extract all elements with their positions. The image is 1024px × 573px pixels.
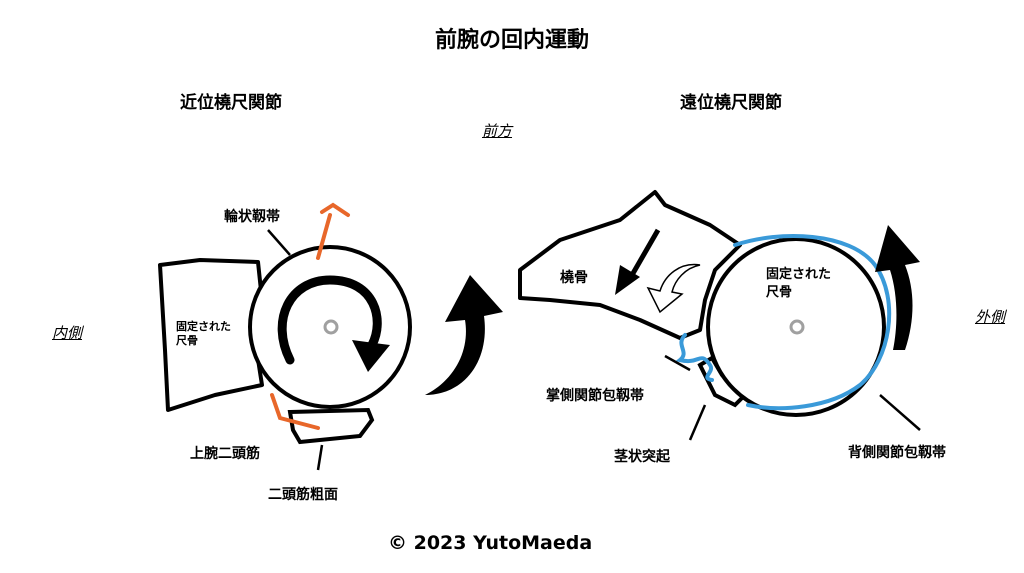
label-radius: 橈骨 bbox=[560, 270, 588, 286]
annular-ligament-orange bbox=[316, 202, 350, 260]
page-title: 前腕の回内運動 bbox=[434, 28, 589, 53]
pointer-styloid bbox=[688, 404, 707, 441]
radial-head-circle bbox=[248, 245, 412, 409]
label-tuberosity: 二頭筋粗面 bbox=[268, 487, 338, 503]
ulna-head-circle bbox=[706, 237, 886, 417]
right-pronation-arrow-icon bbox=[875, 225, 920, 350]
radius-motion-arrowhead-icon bbox=[615, 265, 640, 295]
pointer-palmar bbox=[664, 354, 691, 372]
label-dorsal-capsule: 背側関節包靱帯 bbox=[848, 445, 946, 461]
label-annular-ligament: 輪状靱帯 bbox=[224, 209, 280, 225]
pointer-dorsal bbox=[879, 394, 921, 431]
direction-anterior: 前方 bbox=[482, 122, 513, 140]
right-heading: 遠位橈尺関節 bbox=[680, 93, 782, 113]
biceps-tuberosity-shape bbox=[287, 407, 375, 445]
left-heading: 近位橈尺関節 bbox=[180, 93, 282, 113]
direction-medial: 内側 bbox=[52, 324, 83, 342]
pointer-tuberosity bbox=[316, 444, 324, 471]
label-styloid: 茎状突起 bbox=[614, 449, 670, 465]
rotation-arrowhead-icon bbox=[352, 340, 390, 372]
direction-lateral: 外側 bbox=[975, 308, 1006, 326]
copyright: © 2023 YutoMaeda bbox=[388, 532, 593, 554]
center-axis-icon-right bbox=[789, 319, 805, 335]
radius-shape bbox=[518, 190, 742, 340]
pointer-annular bbox=[267, 229, 291, 256]
left-pronation-arrow-icon bbox=[425, 275, 503, 395]
palmar-capsule-blue bbox=[675, 333, 714, 382]
biceps-tendon-orange bbox=[270, 393, 320, 430]
label-left-ulna: 固定された尺骨 bbox=[176, 320, 231, 347]
dorsal-capsule-blue bbox=[733, 234, 892, 411]
rotation-arrow-icon bbox=[277, 275, 382, 365]
label-biceps: 上腕二頭筋 bbox=[190, 446, 260, 462]
label-right-ulna: 固定された尺骨 bbox=[766, 267, 832, 300]
label-palmar-capsule: 掌側関節包靱帯 bbox=[546, 388, 644, 404]
hollow-arrow-icon bbox=[646, 263, 701, 314]
center-axis-icon bbox=[323, 319, 339, 335]
